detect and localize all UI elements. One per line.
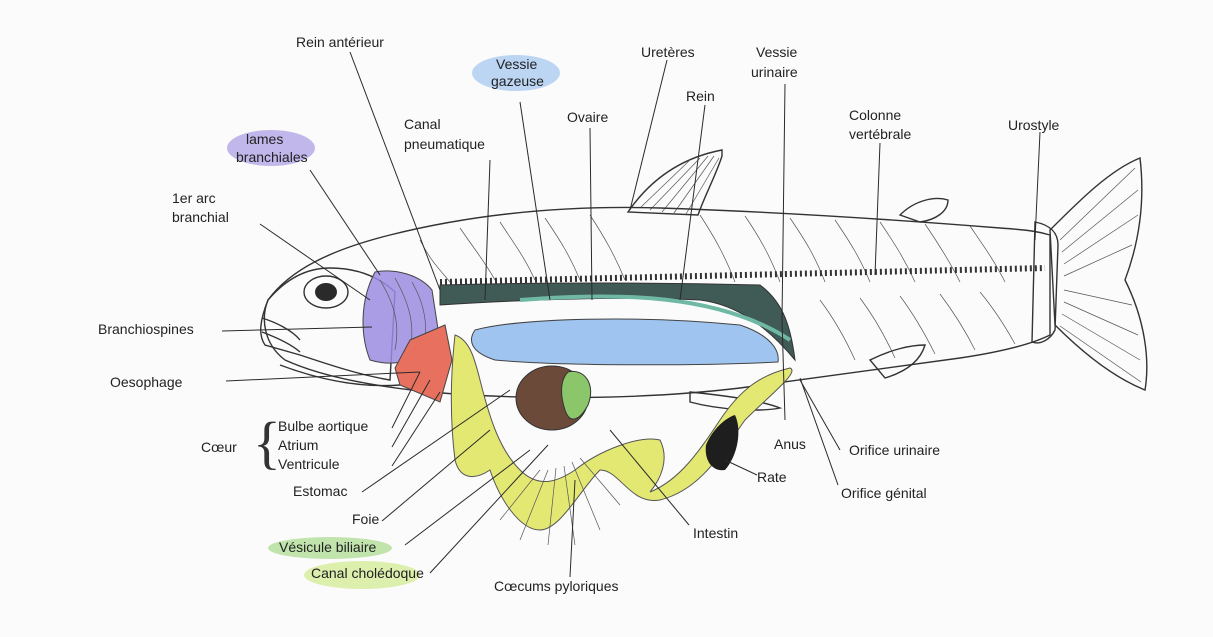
labels: Rein antérieur Vessie gazeuse Uretères V… (98, 34, 1060, 594)
label-ovaire: Ovaire (567, 109, 608, 125)
label-vesicule-biliaire: Vésicule biliaire (279, 539, 376, 555)
heart-brace: { (253, 410, 281, 475)
label-canal-pneumatique-2: pneumatique (404, 136, 485, 152)
label-vessie-gazeuse-1: Vessie (496, 56, 537, 72)
label-rein-anterieur: Rein antérieur (296, 34, 384, 50)
label-orifice-urinaire: Orifice urinaire (849, 442, 940, 458)
label-vessie-urinaire-2: urinaire (751, 64, 798, 80)
label-vessie-urinaire-1: Vessie (756, 44, 797, 60)
spleen (706, 415, 739, 470)
gas-bladder (472, 319, 779, 365)
label-estomac: Estomac (293, 483, 347, 499)
label-urostyle: Urostyle (1008, 117, 1060, 133)
label-vessie-gazeuse-2: gazeuse (491, 73, 544, 89)
label-colonne-vertebrale-2: vertébrale (849, 126, 911, 142)
label-ventricule: Ventricule (278, 456, 340, 472)
label-coeur: Cœur (201, 439, 237, 455)
label-rate: Rate (757, 469, 787, 485)
label-lames-branchiales-1: lames (246, 131, 283, 147)
label-colonne-vertebrale-1: Colonne (849, 107, 901, 123)
label-branchiospines: Branchiospines (98, 321, 194, 337)
gallbladder (562, 371, 591, 419)
label-lames-branchiales-2: branchiales (236, 149, 308, 165)
label-canal-choledoque: Canal cholédoque (311, 565, 424, 581)
label-atrium: Atrium (278, 437, 318, 453)
label-intestin: Intestin (693, 525, 738, 541)
label-coecums-pyloriques: Cœcums pyloriques (494, 578, 618, 594)
label-bulbe-aortique: Bulbe aortique (278, 418, 369, 434)
label-oesophage: Oesophage (110, 374, 183, 390)
label-foie: Foie (352, 511, 379, 527)
label-ureteres: Uretères (641, 44, 695, 60)
label-arc-branchial-2: branchial (172, 209, 229, 225)
label-arc-branchial-1: 1er arc (172, 190, 216, 206)
organs (363, 271, 795, 545)
label-anus: Anus (774, 436, 806, 452)
label-canal-pneumatique-1: Canal (404, 116, 441, 132)
label-rein: Rein (686, 88, 715, 104)
label-orifice-genital: Orifice génital (841, 485, 927, 501)
